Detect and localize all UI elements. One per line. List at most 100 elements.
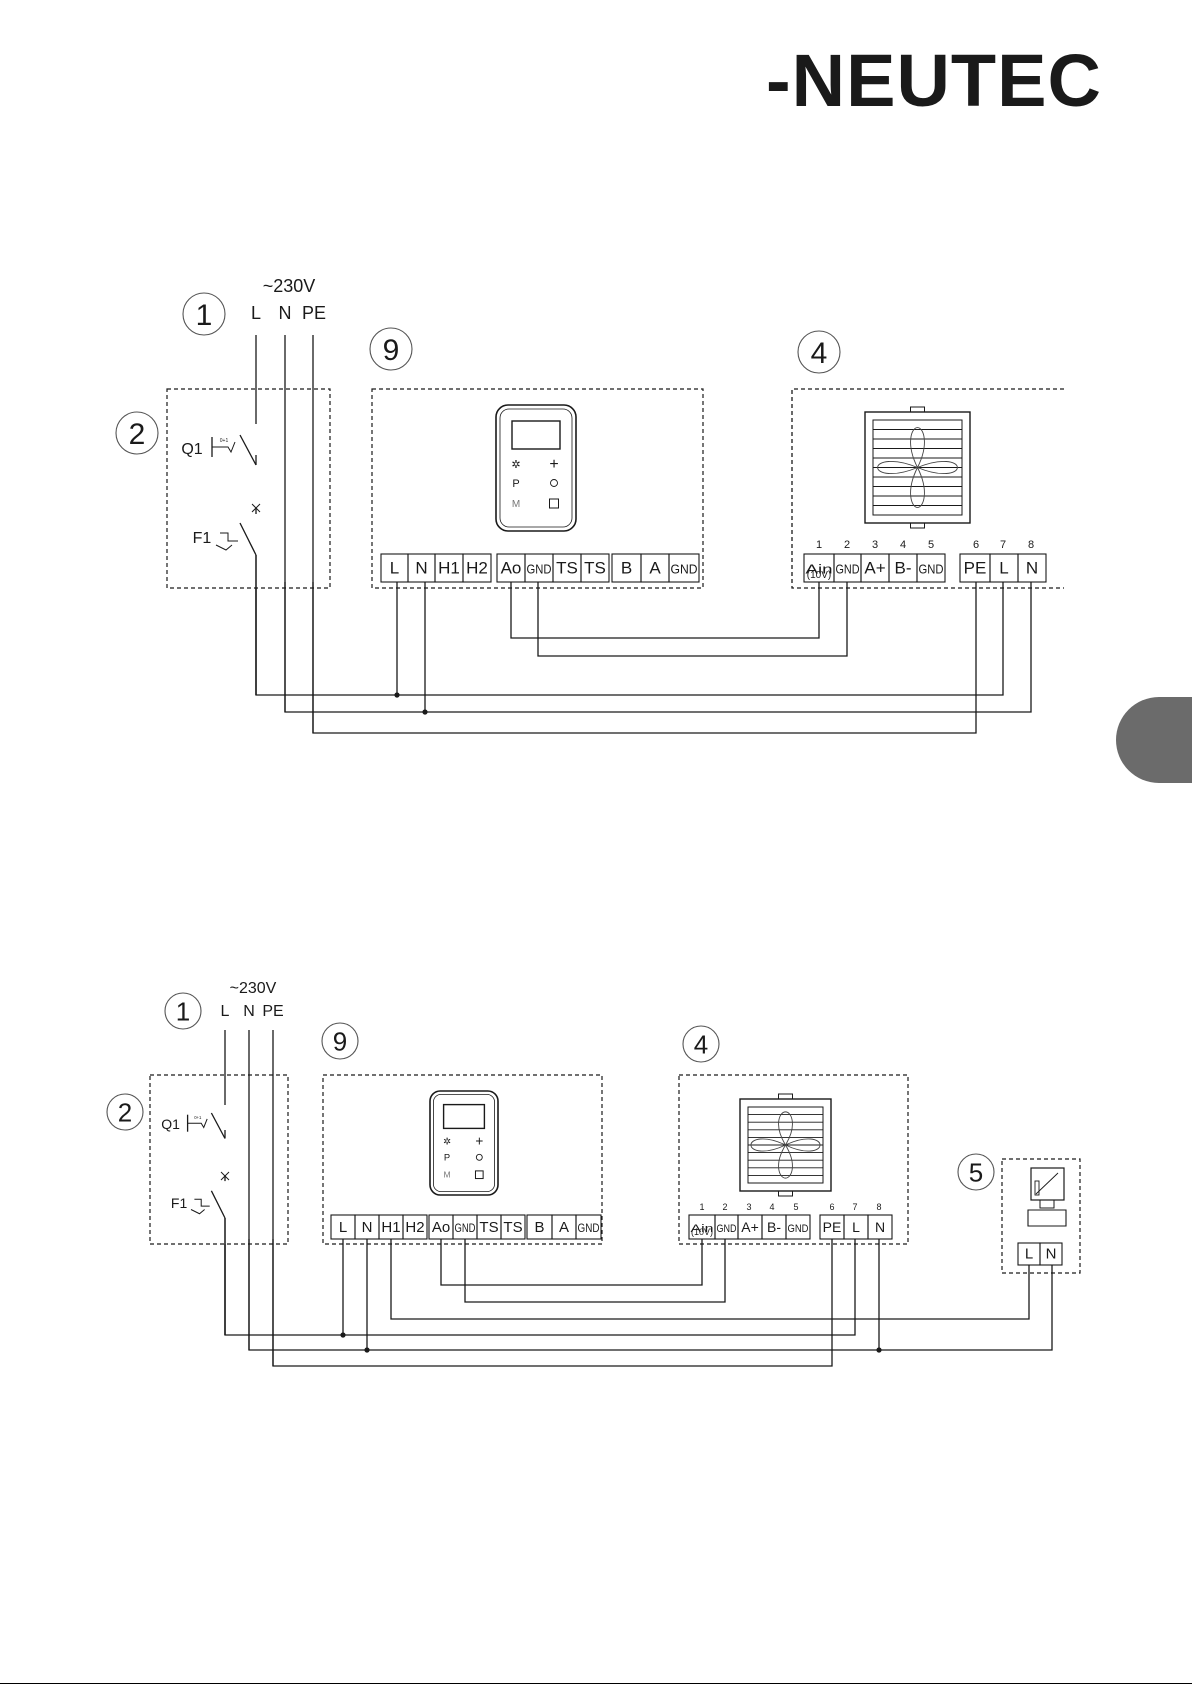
switch-q1-label: Q1 [181, 441, 202, 458]
supply-wire-l: L [251, 303, 261, 323]
wire [188, 1119, 208, 1128]
fan-pin-number: 4 [769, 1202, 774, 1212]
fan-mount-top [911, 407, 925, 412]
valve-neck [1040, 1200, 1054, 1208]
fan-blade [779, 1145, 793, 1178]
terminal-n: N [415, 559, 427, 578]
callout-number: 2 [129, 418, 146, 451]
terminal-a: A+ [864, 559, 885, 578]
fan-pin-number: 2 [722, 1202, 727, 1212]
terminal-ts: TS [584, 559, 606, 578]
fan-pin-number: 8 [1028, 539, 1034, 551]
power-icon [476, 1154, 482, 1160]
controller-body [496, 405, 576, 531]
terminal-gnd: GND [717, 1223, 737, 1235]
controller-body [430, 1091, 498, 1195]
terminal-gnd: GND [578, 1222, 600, 1235]
fan-pin-number: 3 [746, 1202, 751, 1212]
fan-pin-number: 7 [852, 1202, 857, 1212]
p-icon: P [512, 478, 519, 490]
terminal-a: A [559, 1219, 569, 1236]
callout-number: 9 [333, 1026, 347, 1056]
fan-pin-number: 5 [793, 1202, 798, 1212]
terminal-ts: TS [479, 1219, 498, 1236]
terminal-a: A [649, 559, 661, 578]
fan-pin-number: 6 [973, 539, 979, 551]
terminal-pe: PE [823, 1219, 842, 1235]
fan-blade [911, 428, 925, 468]
valve-enclosure [1002, 1159, 1080, 1273]
terminal-b: B [534, 1219, 544, 1236]
terminal-pe: PE [964, 559, 987, 578]
callout-number: 1 [196, 299, 213, 332]
switch-f1-label: F1 [171, 1195, 188, 1211]
terminal-ao: Ao [501, 559, 522, 578]
terminal-l: L [1025, 1245, 1033, 1262]
fan-pin-number: 2 [844, 539, 850, 551]
controller-display [512, 421, 560, 449]
wire [465, 1239, 725, 1302]
wire [511, 582, 819, 638]
terminal-ts: TS [503, 1219, 522, 1236]
terminal-b: B- [767, 1219, 781, 1235]
terminal-gnd: GND [671, 562, 698, 577]
terminal-gnd: GND [919, 562, 944, 577]
fan-pin-number: 1 [816, 539, 822, 551]
wire [313, 582, 976, 733]
terminal-l: L [999, 559, 1008, 578]
terminal-b: B [621, 559, 632, 578]
supply-wire-n: N [279, 303, 292, 323]
wiring-diagram-2: ~230VLNPE12945Q10+1F1✲+PMLNH1H2AoGNDTSTS… [107, 980, 1080, 1366]
callout-number: 5 [969, 1157, 983, 1187]
fan-pin-number: 6 [829, 1202, 834, 1212]
wire [216, 545, 232, 550]
supply-wire-n: N [243, 1003, 255, 1020]
wire [792, 389, 1064, 588]
plus-icon: + [549, 456, 558, 473]
terminal-n: N [362, 1219, 373, 1236]
terminal-n: N [875, 1219, 885, 1235]
wire [211, 1191, 225, 1218]
fan-mount-top [779, 1094, 793, 1099]
fan-icon: ✲ [443, 1137, 451, 1147]
terminal-l: L [339, 1219, 347, 1236]
terminal-gnd: GND [527, 562, 552, 577]
callout-number: 4 [811, 337, 828, 370]
callout-number: 2 [118, 1097, 132, 1127]
supply-voltage-label: ~230V [230, 980, 277, 997]
terminal-gnd: GND [455, 1222, 476, 1235]
supply-wire-pe: PE [302, 303, 326, 323]
wire [240, 523, 256, 555]
fan-ain-sub: (10V) [691, 1227, 713, 1237]
junction-dot [340, 1332, 345, 1337]
terminal-gnd: GND [788, 1223, 809, 1235]
fan-enclosure [679, 1075, 908, 1244]
wire [240, 435, 256, 465]
fan-mount-bottom [911, 523, 925, 528]
wire [538, 582, 847, 656]
fan-pin-number: 5 [928, 539, 934, 551]
callout-number: 9 [383, 334, 400, 367]
wire [194, 1199, 209, 1206]
fan-pin-number: 8 [876, 1202, 881, 1212]
terminal-n: N [1046, 1245, 1057, 1262]
junction-dot [364, 1347, 369, 1352]
grid-icon [550, 499, 559, 508]
terminal-ao: Ao [432, 1219, 450, 1236]
terminal-ts: TS [556, 559, 578, 578]
terminal-l: L [852, 1219, 860, 1235]
terminal-n: N [1026, 559, 1038, 578]
terminal-a: A+ [741, 1219, 759, 1235]
valve-body [1028, 1210, 1066, 1226]
terminal-h2: H2 [466, 559, 488, 578]
power-icon [551, 480, 558, 487]
fan-pin-number: 1 [699, 1202, 704, 1212]
wire [191, 1210, 205, 1214]
switch-q1-label: Q1 [161, 1116, 180, 1132]
p-icon: P [444, 1153, 450, 1163]
wire [249, 1239, 1052, 1350]
switch-f1-label: F1 [193, 530, 212, 547]
terminal-h1: H1 [438, 559, 460, 578]
